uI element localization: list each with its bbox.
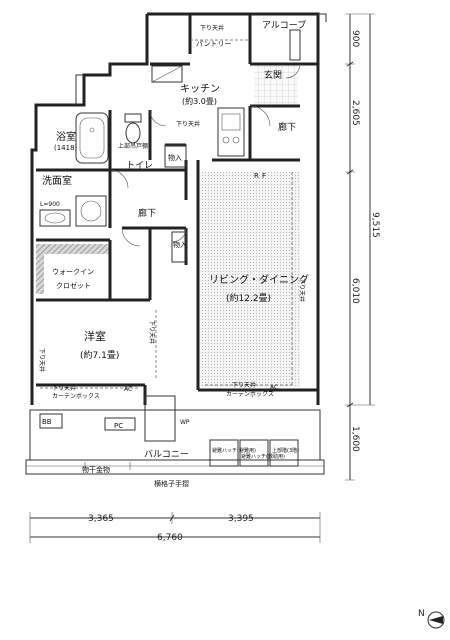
right-dimension-chain <box>345 13 375 481</box>
room-label-living: リビング・ダイニング <box>209 273 309 286</box>
note-ceiling-down-3: 下り天井 <box>298 278 306 302</box>
door-swings <box>109 63 301 247</box>
room-label-alcove: アルコーブ <box>262 19 306 31</box>
room-label-kitchen: キッチン <box>180 83 220 95</box>
note-f: F <box>262 172 266 180</box>
note-laundry-dryer: 物干金物 <box>82 465 110 474</box>
interior-walls <box>36 14 318 405</box>
dim-right-total: 9,515 <box>370 212 380 238</box>
room-label-toilet: トイレ <box>126 161 153 171</box>
note-pc: PC <box>114 422 123 430</box>
room-label-closet: クロゼット <box>56 281 91 290</box>
room-label-hall-right: 廊下 <box>278 121 296 133</box>
storage-closet-1 <box>164 144 187 168</box>
note-rail: 横格子手摺 <box>154 479 189 488</box>
note-upper-floor: 上部階(3階) <box>272 447 299 454</box>
room-label-storage2: 物入 <box>173 240 187 249</box>
dim-bottom-left: 3,365 <box>88 514 114 524</box>
room-label-hall-center: 廊下 <box>138 207 156 219</box>
note-r: R <box>254 172 259 180</box>
room-label-bath: 浴室 <box>56 130 76 143</box>
top-right-notch <box>318 13 327 22</box>
note-ceiling-down-4: 下り天井 <box>148 320 156 344</box>
closet-shelf-hatch-side <box>36 254 44 294</box>
room-label-western-size: (約7.1畳) <box>80 349 119 361</box>
dim-bottom-right: 3,395 <box>228 514 254 524</box>
balcony-area <box>25 395 325 475</box>
dim-right-mid2: 6,010 <box>350 278 360 304</box>
storage-closet-2 <box>171 231 187 263</box>
room-label-washroom: 洗面室 <box>42 174 72 187</box>
dim-right-bottom: 1,600 <box>350 426 360 452</box>
room-label-balcony: バルコニー <box>144 449 189 460</box>
dim-right-top: 900 <box>350 30 360 47</box>
note-ac-right: AC <box>270 384 278 391</box>
note-upper-cabinet: 上部吊戸棚 <box>118 142 148 150</box>
dim-right-mid1: 2,605 <box>350 100 360 126</box>
room-label-western: 洋室 <box>84 329 106 343</box>
bathtub <box>75 112 109 164</box>
living-floor-texture <box>200 172 300 387</box>
note-washbasin-length: L=900 <box>40 201 60 208</box>
note-ceiling-down-2: 下り天井 <box>176 120 200 128</box>
north-label: N <box>418 609 425 619</box>
north-arrow-icon <box>427 611 445 629</box>
note-bb: BB <box>42 418 52 426</box>
kitchen-shelf <box>151 65 183 83</box>
washbasin-fixture <box>39 209 71 227</box>
entrance-floor-texture <box>254 64 298 106</box>
dim-bottom-total: 6,760 <box>157 533 183 543</box>
bottom-dimension-chain <box>29 512 321 543</box>
kitchen-counter <box>217 107 245 157</box>
note-ceiling-down-7: 下り天井 <box>232 381 256 389</box>
note-ceiling-down-1: 下り天井 <box>200 24 224 32</box>
room-label-pantry: パントリー <box>196 40 231 48</box>
room-label-walkin: ウォークイン <box>52 268 94 276</box>
toilet-fixture <box>124 113 142 144</box>
note-ac-left: AC <box>124 386 132 393</box>
note-evac-hatch-2: 避難ハッチ(救助用) <box>241 453 285 460</box>
note-ceiling-down-5: 下り天井 <box>38 348 46 372</box>
shoe-cabinet <box>289 29 301 61</box>
room-label-entrance: 玄関 <box>264 69 282 81</box>
note-wp: WP <box>180 419 190 426</box>
note-ceiling-down-6: 下り天井 <box>52 384 76 392</box>
room-label-bath-size: (1418) <box>54 144 78 152</box>
ceiling-drop-lines <box>40 39 293 389</box>
washing-machine-pan <box>75 195 107 227</box>
left-small-notch <box>75 74 84 105</box>
note-curtain-box-left: カーテンボックス <box>52 392 100 400</box>
closet-shelf-hatch <box>36 244 110 254</box>
room-label-storage1: 物入 <box>168 153 182 162</box>
note-evac-hatch-1: 避難ハッチ(避難用) <box>212 447 256 454</box>
room-label-kitchen-size: (約3.0畳) <box>182 96 217 106</box>
room-label-living-size: (約12.2畳) <box>226 292 271 304</box>
note-curtain-box-right: カーテンボックス <box>226 390 274 398</box>
